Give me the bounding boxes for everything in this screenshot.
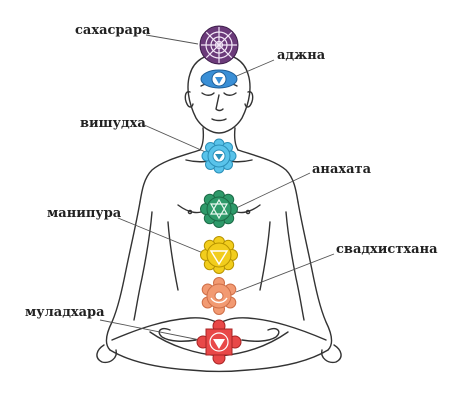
- label-svadhisthana: свадхистхана: [336, 242, 438, 257]
- sahasrara-chakra-symbol: [199, 25, 239, 65]
- leader-line-sahasrara: [145, 34, 199, 45]
- manipura-chakra-symbol: [200, 236, 238, 274]
- leader-line-ajna: [231, 59, 275, 79]
- label-ajna: аджна: [277, 48, 326, 63]
- ajna-chakra-symbol: [200, 69, 238, 89]
- leader-line-manipura: [117, 217, 209, 256]
- label-muladhara: муладхара: [25, 305, 105, 320]
- label-manipura: манипура: [47, 206, 122, 221]
- anahata-chakra-symbol: [200, 190, 238, 228]
- vishuddha-chakra-symbol: [201, 138, 237, 174]
- leader-line-svadhisthana: [235, 253, 335, 293]
- svadhisthana-chakra-symbol: [201, 277, 237, 315]
- leader-line-vishuddha: [141, 123, 211, 155]
- leader-line-anahata: [231, 172, 311, 211]
- label-anahata: анахата: [312, 162, 372, 177]
- leader-lines: [99, 34, 335, 343]
- muladhara-chakra-symbol: [196, 319, 242, 365]
- leader-line-muladhara: [99, 319, 211, 343]
- label-sahasrara: сахасрара: [75, 23, 151, 38]
- label-vishuddha: вишудха: [80, 116, 146, 131]
